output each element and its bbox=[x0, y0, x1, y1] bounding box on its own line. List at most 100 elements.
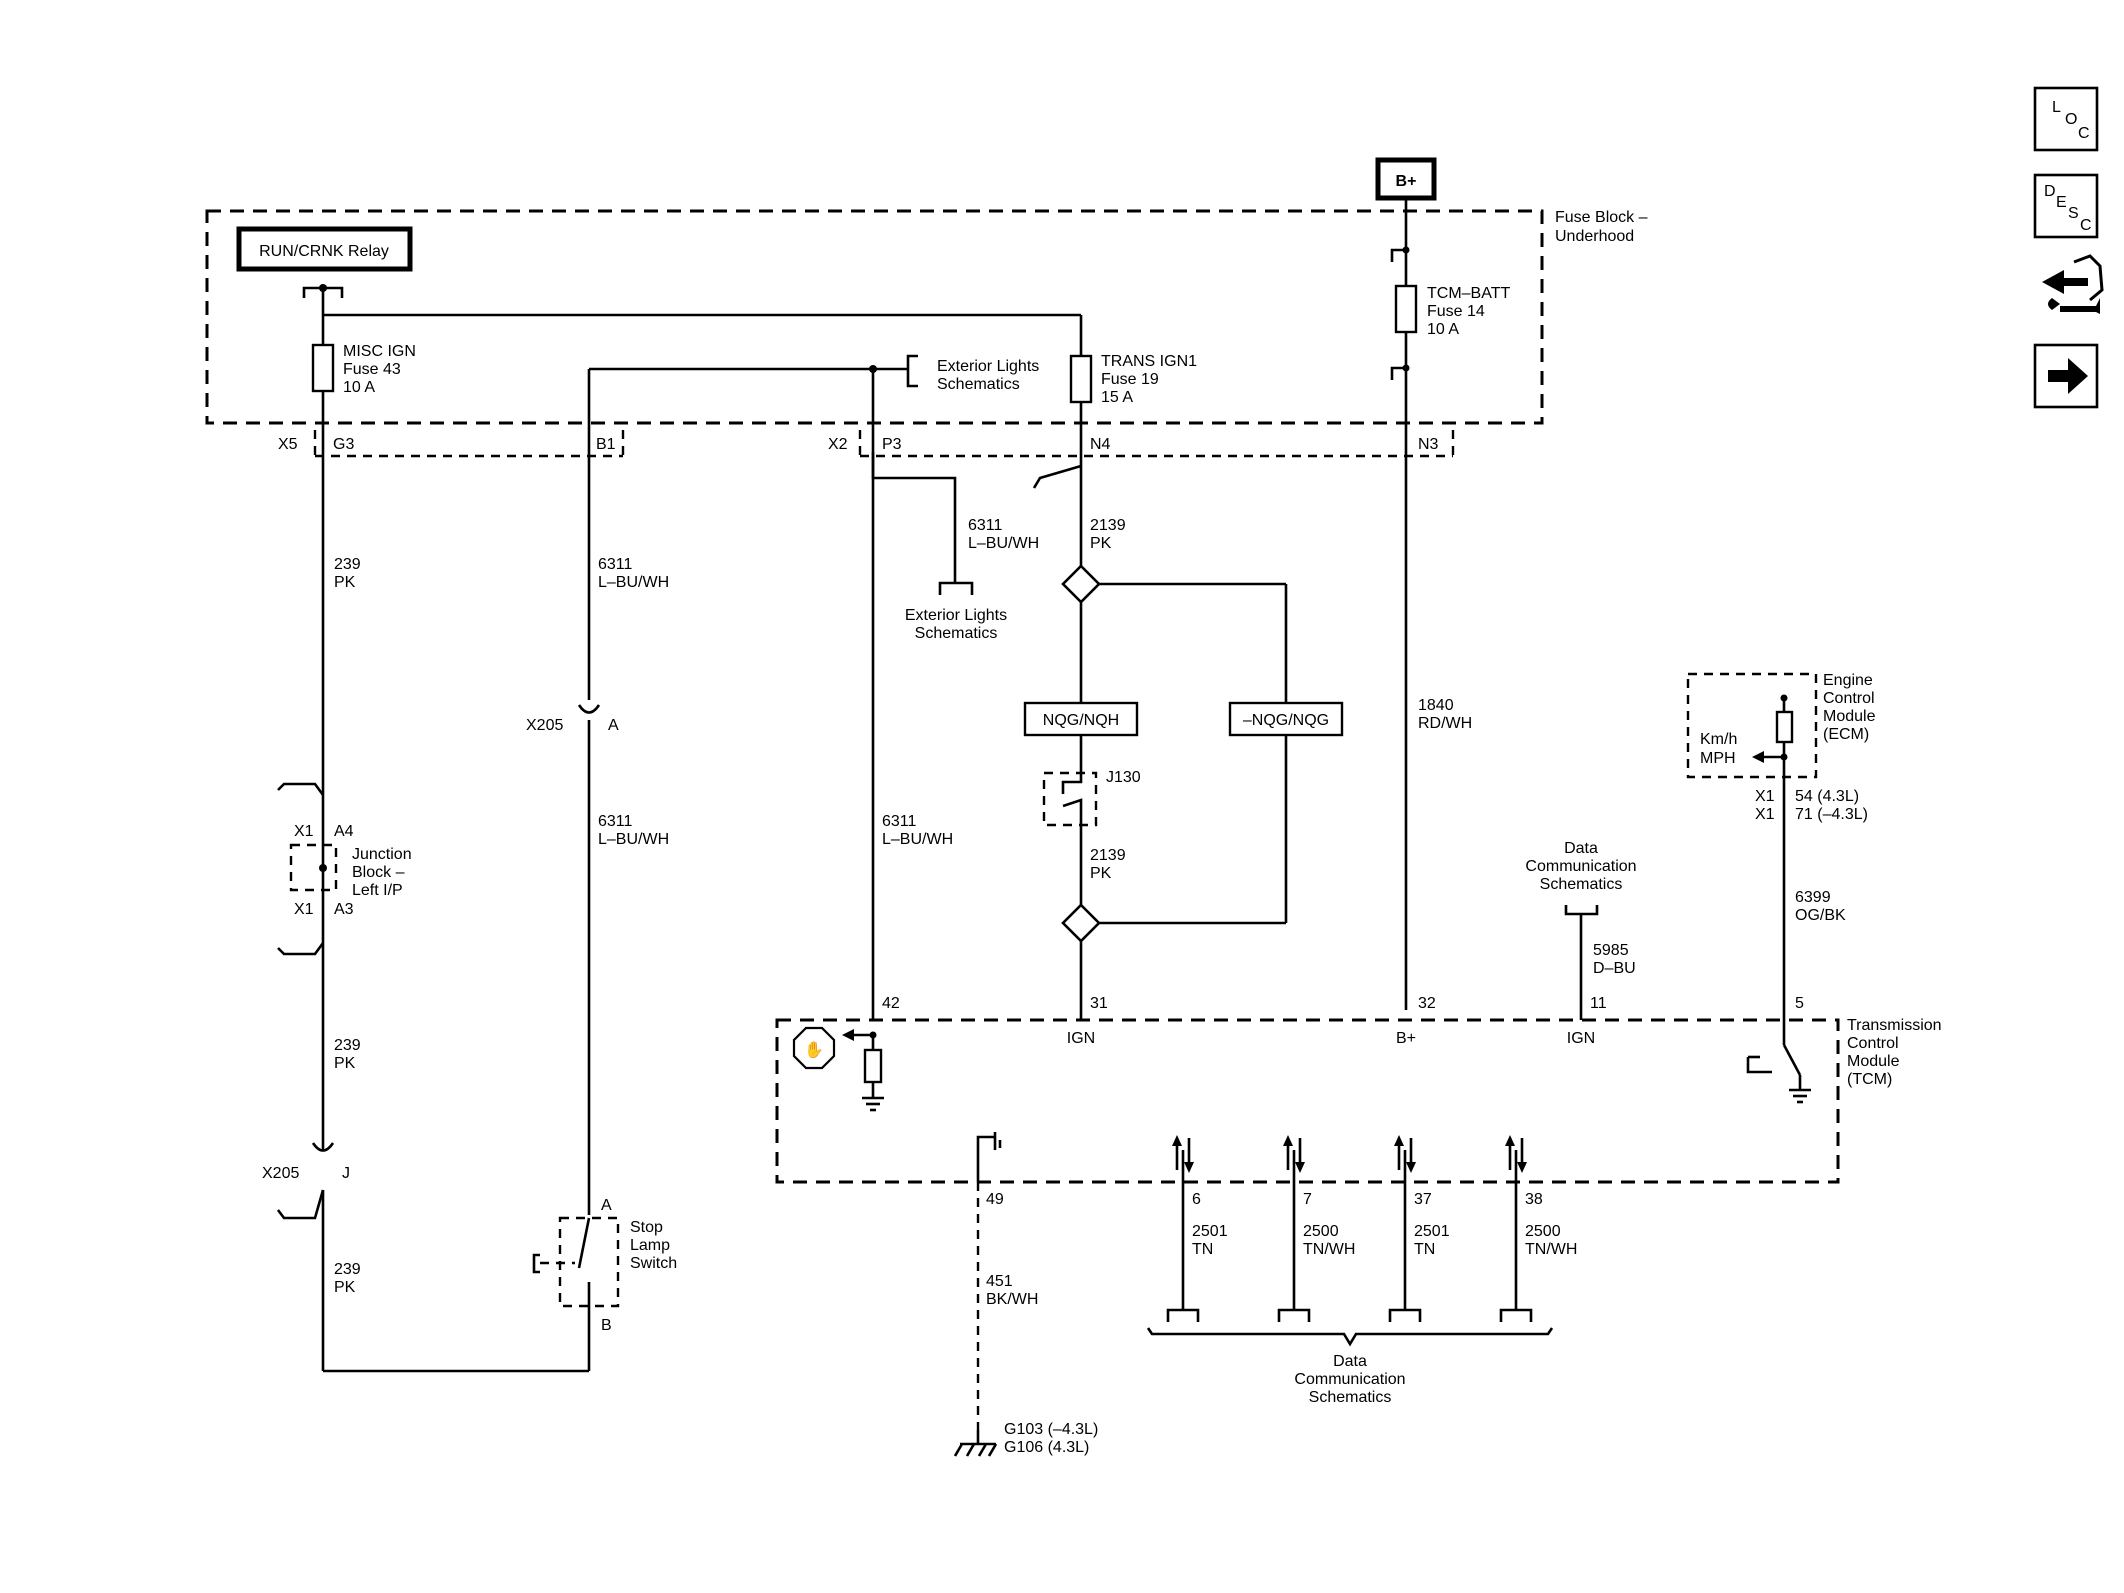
conn-n4: N4 bbox=[1090, 436, 1111, 453]
svg-text:X205: X205 bbox=[526, 717, 563, 734]
svg-text:2500: 2500 bbox=[1525, 1223, 1561, 1240]
svg-text:Data: Data bbox=[1333, 1353, 1367, 1370]
fuse-tcm-batt bbox=[1394, 284, 1418, 334]
svg-text:TN: TN bbox=[1414, 1241, 1435, 1258]
svg-text:37: 37 bbox=[1414, 1191, 1432, 1208]
svg-text:L–BU/WH: L–BU/WH bbox=[968, 535, 1039, 552]
conn-g3: G3 bbox=[333, 436, 354, 453]
svg-text:C: C bbox=[2078, 125, 2090, 142]
fuse-trans-l1: TRANS IGN1 bbox=[1101, 353, 1197, 370]
svg-text:6311: 6311 bbox=[598, 556, 633, 573]
svg-text:D–BU: D–BU bbox=[1593, 960, 1636, 977]
svg-text:L: L bbox=[2052, 99, 2061, 116]
tcm-outline bbox=[775, 1018, 1840, 1184]
svg-text:A4: A4 bbox=[334, 823, 354, 840]
fuse-tcm-l1: TCM–BATT bbox=[1427, 285, 1510, 302]
svg-text:Communication: Communication bbox=[1525, 858, 1636, 875]
fuse-block-label-2: Underhood bbox=[1555, 228, 1634, 245]
run-crnk-relay-box bbox=[236, 226, 413, 272]
svg-text:Data: Data bbox=[1564, 840, 1598, 857]
svg-text:D: D bbox=[2044, 183, 2056, 200]
connector-x205-a bbox=[577, 704, 601, 714]
svg-text:B+: B+ bbox=[1396, 1030, 1416, 1047]
svg-text:–NQG/NQG: –NQG/NQG bbox=[1243, 712, 1329, 729]
fuse-misc-l1: MISC IGN bbox=[343, 343, 416, 360]
svg-text:TN/WH: TN/WH bbox=[1303, 1241, 1355, 1258]
stop-lamp-switch bbox=[577, 1217, 591, 1269]
svg-text:✋: ✋ bbox=[804, 1040, 824, 1059]
splice-diamond-top bbox=[1061, 564, 1101, 604]
svg-text:J130: J130 bbox=[1106, 769, 1141, 786]
ext-lights-top-l1: Exterior Lights bbox=[937, 358, 1039, 375]
svg-text:S: S bbox=[2068, 205, 2079, 222]
svg-text:2139: 2139 bbox=[1090, 847, 1126, 864]
svg-text:G103 (–4.3L): G103 (–4.3L) bbox=[1004, 1421, 1098, 1438]
bplus-label: B+ bbox=[1396, 173, 1417, 190]
svg-text:IGN: IGN bbox=[1567, 1030, 1595, 1047]
svg-text:TN: TN bbox=[1192, 1241, 1213, 1258]
svg-text:Lamp: Lamp bbox=[630, 1237, 670, 1254]
svg-text:239: 239 bbox=[334, 556, 361, 573]
svg-text:Stop: Stop bbox=[630, 1219, 663, 1236]
fuse-tcm-l3: 10 A bbox=[1427, 321, 1459, 338]
data-line-6 bbox=[1166, 1135, 1200, 1322]
fuse-misc-l3: 10 A bbox=[343, 379, 375, 396]
svg-text:31: 31 bbox=[1090, 995, 1108, 1012]
svg-text:A: A bbox=[608, 717, 619, 734]
ecm-outline bbox=[1686, 672, 1818, 779]
svg-text:(TCM): (TCM) bbox=[1847, 1071, 1892, 1088]
data-line-37 bbox=[1388, 1135, 1422, 1322]
svg-text:11: 11 bbox=[1590, 995, 1607, 1012]
svg-text:239: 239 bbox=[334, 1037, 361, 1054]
run-crnk-relay-label: RUN/CRNK Relay bbox=[259, 243, 389, 260]
svg-text:54 (4.3L): 54 (4.3L) bbox=[1795, 788, 1859, 805]
fuse-trans-l3: 15 A bbox=[1101, 389, 1133, 406]
connector-tools-icon[interactable] bbox=[2042, 254, 2104, 314]
svg-text:X205: X205 bbox=[262, 1165, 299, 1182]
conn-x5: X5 bbox=[278, 436, 298, 453]
svg-text:C: C bbox=[2080, 217, 2092, 234]
svg-text:5985: 5985 bbox=[1593, 942, 1629, 959]
svg-text:49: 49 bbox=[986, 1191, 1004, 1208]
svg-text:E: E bbox=[2056, 194, 2067, 211]
junction-block-outline bbox=[289, 843, 338, 892]
svg-text:451: 451 bbox=[986, 1273, 1013, 1290]
fuse-block-outline bbox=[205, 209, 1544, 425]
svg-text:6311: 6311 bbox=[882, 813, 917, 830]
j130-outline bbox=[1042, 771, 1098, 827]
svg-text:1840: 1840 bbox=[1418, 697, 1454, 714]
splice-diamond-bottom bbox=[1061, 903, 1101, 943]
svg-text:O: O bbox=[2065, 111, 2077, 128]
svg-text:7: 7 bbox=[1303, 1191, 1312, 1208]
conn-n3: N3 bbox=[1418, 436, 1439, 453]
svg-text:A: A bbox=[601, 1197, 612, 1214]
svg-text:Schematics: Schematics bbox=[1540, 876, 1623, 893]
conn-b1: B1 bbox=[596, 436, 616, 453]
fuse-block-label-1: Fuse Block – bbox=[1555, 209, 1648, 226]
svg-text:2139: 2139 bbox=[1090, 517, 1126, 534]
option-nqg-nqh bbox=[1023, 701, 1139, 737]
svg-text:TN/WH: TN/WH bbox=[1525, 1241, 1577, 1258]
description-button[interactable]: D E S C bbox=[2033, 173, 2099, 239]
conn-x2: X2 bbox=[828, 436, 848, 453]
svg-text:X1: X1 bbox=[1755, 788, 1775, 805]
svg-text:Exterior Lights: Exterior Lights bbox=[905, 607, 1007, 624]
svg-text:Km/h: Km/h bbox=[1700, 731, 1737, 748]
svg-text:(ECM): (ECM) bbox=[1823, 726, 1869, 743]
svg-text:32: 32 bbox=[1418, 995, 1436, 1012]
svg-text:Communication: Communication bbox=[1294, 1371, 1405, 1388]
fuse-misc-ign bbox=[311, 343, 335, 393]
fuse-trans-ign1 bbox=[1069, 354, 1093, 404]
arrow-right-icon bbox=[2048, 358, 2088, 394]
svg-text:Control: Control bbox=[1847, 1035, 1899, 1052]
svg-text:L–BU/WH: L–BU/WH bbox=[598, 831, 669, 848]
data-line-38 bbox=[1499, 1135, 1533, 1322]
svg-text:2501: 2501 bbox=[1192, 1223, 1228, 1240]
location-button[interactable]: L O C bbox=[2033, 86, 2099, 152]
svg-text:42: 42 bbox=[882, 995, 900, 1012]
svg-text:PK: PK bbox=[1090, 865, 1112, 882]
next-page-button[interactable] bbox=[2033, 343, 2099, 409]
svg-text:PK: PK bbox=[334, 574, 356, 591]
svg-text:RD/WH: RD/WH bbox=[1418, 715, 1472, 732]
svg-text:NQG/NQH: NQG/NQH bbox=[1043, 712, 1119, 729]
